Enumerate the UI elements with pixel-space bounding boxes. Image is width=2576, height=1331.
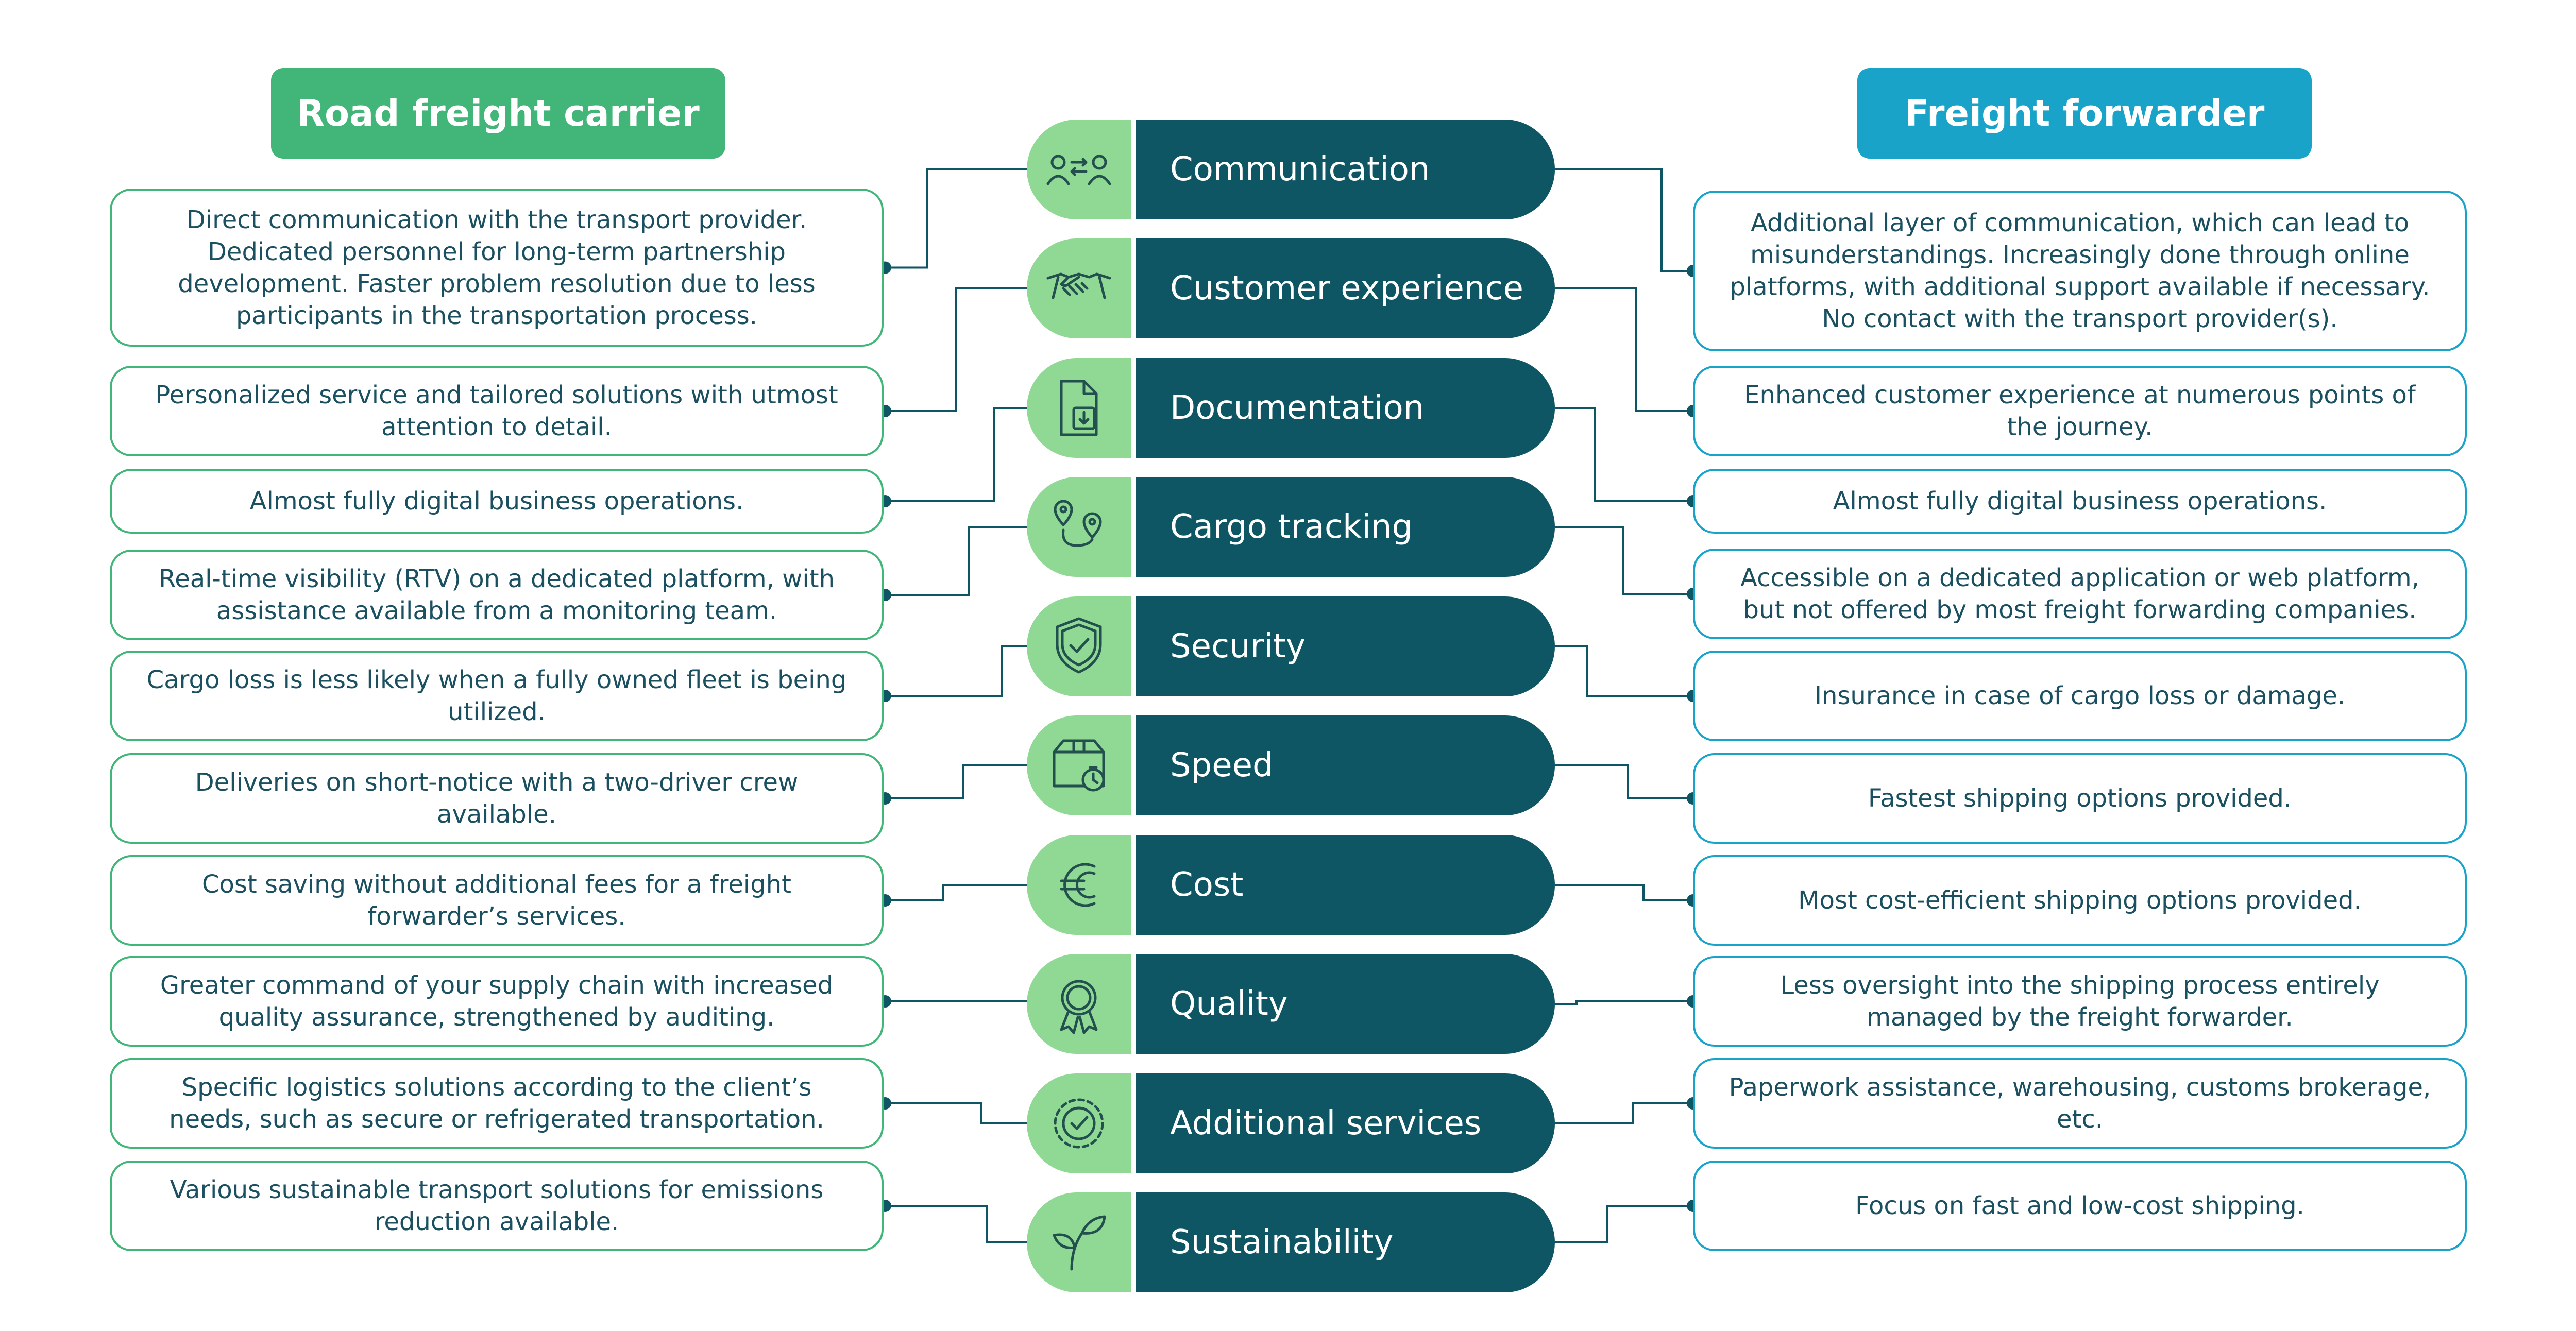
topic-security: Security [1027, 596, 1555, 696]
forwarder-box-6: Most cost-efficient shipping options pro… [1693, 855, 2467, 946]
forwarder-box-1: Enhanced customer experience at numerous… [1693, 366, 2467, 456]
topic-communication: Communication [1027, 120, 1555, 219]
connector-right-0 [1555, 168, 1693, 272]
forwarder-box-8: Paperwork assistance, warehousing, custo… [1693, 1058, 2467, 1149]
connector-left-1 [885, 287, 1027, 412]
connector-left-4 [885, 645, 1027, 697]
carrier-box-8: Specific logistics solutions according t… [110, 1058, 884, 1149]
topic-speed: Speed [1027, 715, 1555, 815]
connector-left-0 [885, 168, 1027, 269]
forwarder-header: Freight forwarder [1857, 68, 2312, 159]
forwarder-box-9: Focus on fast and low-cost shipping. [1693, 1161, 2467, 1251]
carrier-box-2: Almost fully digital business operations… [110, 469, 884, 534]
topic-additional-services: Additional services [1027, 1073, 1555, 1173]
carrier-header: Road freight carrier [271, 68, 725, 159]
document-download-icon [1027, 358, 1131, 458]
check-circle-icon [1027, 1073, 1131, 1173]
connector-right-4 [1555, 645, 1693, 697]
topic-cost: Cost [1027, 835, 1555, 935]
forwarder-box-7: Less oversight into the shipping process… [1693, 956, 2467, 1047]
topic-label: Speed [1136, 715, 1555, 815]
shield-check-icon [1027, 596, 1131, 696]
topic-label: Security [1136, 596, 1555, 696]
connector-right-9 [1555, 1205, 1693, 1243]
topic-label: Documentation [1136, 358, 1555, 458]
connector-right-6 [1555, 884, 1693, 901]
euro-icon [1027, 835, 1131, 935]
topic-label: Quality [1136, 954, 1555, 1054]
carrier-box-4: Cargo loss is less likely when a fully o… [110, 651, 884, 741]
connector-right-3 [1555, 526, 1693, 595]
topic-documentation: Documentation [1027, 358, 1555, 458]
people-exchange-icon [1027, 120, 1131, 219]
carrier-box-1: Personalized service and tailored soluti… [110, 366, 884, 456]
topic-label: Communication [1136, 120, 1555, 219]
sprout-icon [1027, 1192, 1131, 1292]
connector-left-2 [885, 407, 1027, 502]
box-stopwatch-icon [1027, 715, 1131, 815]
topic-sustainability: Sustainability [1027, 1192, 1555, 1292]
connector-right-7 [1555, 1000, 1693, 1005]
topic-label: Additional services [1136, 1073, 1555, 1173]
topic-label: Cost [1136, 835, 1555, 935]
topic-cargo-tracking: Cargo tracking [1027, 477, 1555, 577]
handshake-icon [1027, 238, 1131, 338]
connector-left-6 [885, 884, 1027, 901]
award-ribbon-icon [1027, 954, 1131, 1054]
topic-customer-experience: Customer experience [1027, 238, 1555, 338]
topic-label: Customer experience [1136, 238, 1555, 338]
connector-left-3 [885, 526, 1027, 596]
connector-right-1 [1555, 287, 1693, 412]
forwarder-box-0: Additional layer of communication, which… [1693, 191, 2467, 351]
connector-right-8 [1555, 1102, 1693, 1124]
carrier-box-9: Various sustainable transport solutions … [110, 1161, 884, 1251]
connector-left-5 [885, 764, 1027, 799]
forwarder-box-3: Accessible on a dedicated application or… [1693, 549, 2467, 639]
topic-quality: Quality [1027, 954, 1555, 1054]
route-pins-icon [1027, 477, 1131, 577]
connector-right-2 [1555, 407, 1693, 502]
carrier-box-5: Deliveries on short-notice with a two-dr… [110, 753, 884, 844]
carrier-box-0: Direct communication with the transport … [110, 189, 884, 347]
carrier-box-7: Greater command of your supply chain wit… [110, 956, 884, 1047]
connector-left-8 [885, 1102, 1027, 1124]
connector-right-5 [1555, 764, 1693, 799]
forwarder-box-4: Insurance in case of cargo loss or damag… [1693, 651, 2467, 741]
forwarder-box-2: Almost fully digital business operations… [1693, 469, 2467, 534]
forwarder-box-5: Fastest shipping options provided. [1693, 753, 2467, 844]
carrier-box-6: Cost saving without additional fees for … [110, 855, 884, 946]
topic-label: Sustainability [1136, 1192, 1555, 1292]
carrier-box-3: Real-time visibility (RTV) on a dedicate… [110, 550, 884, 640]
connector-left-7 [885, 1000, 1031, 1005]
connector-left-9 [885, 1205, 1027, 1243]
topic-label: Cargo tracking [1136, 477, 1555, 577]
